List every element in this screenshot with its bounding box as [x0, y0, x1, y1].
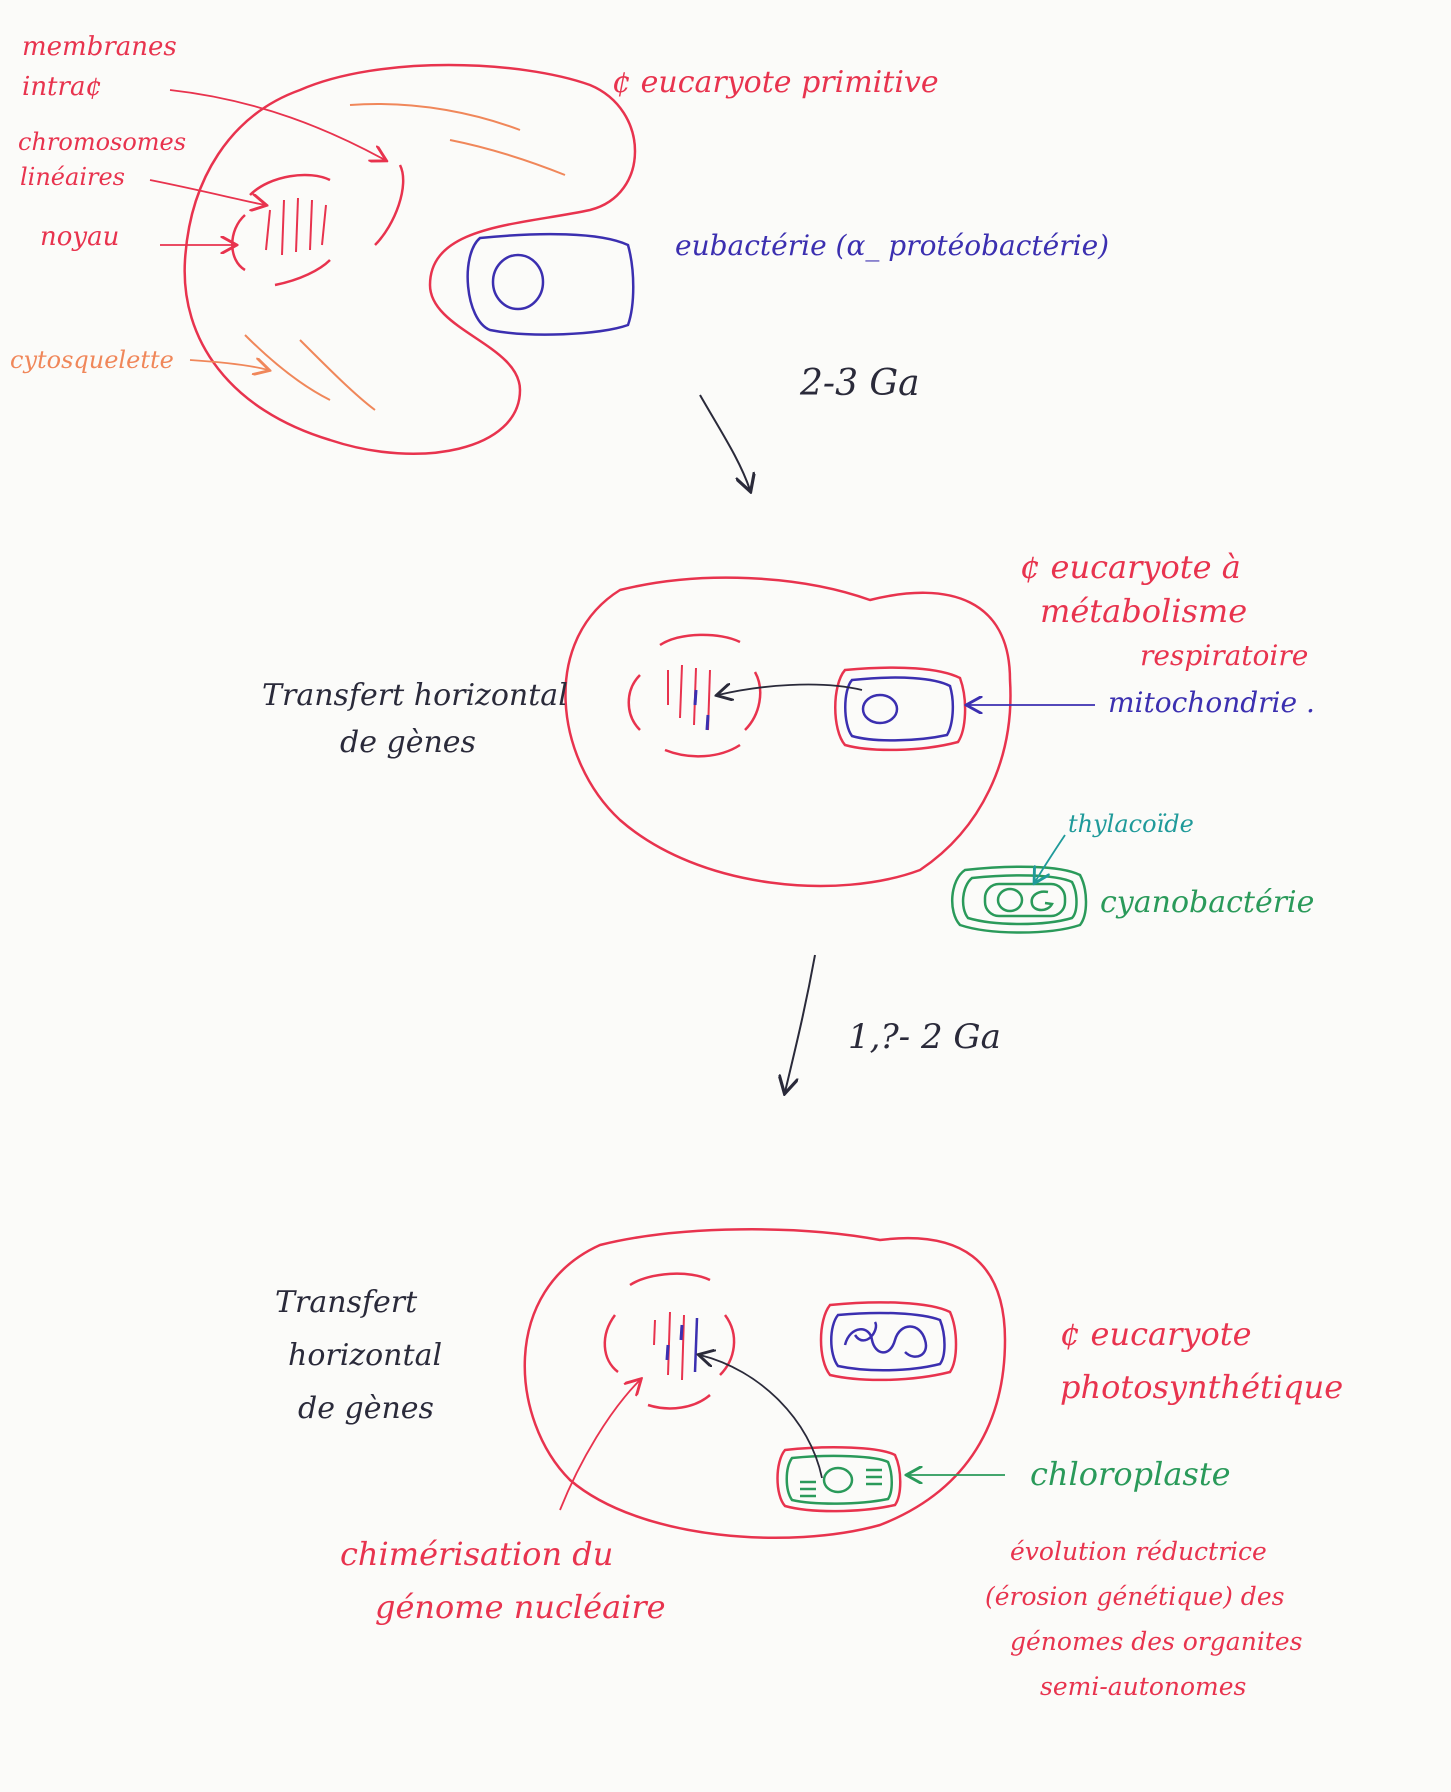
label-evolution-3: génomes des organites [1010, 1627, 1302, 1656]
label-cytosquelette: cytosquelette [10, 346, 174, 374]
label-transfert-stage3-1: Transfert [275, 1285, 418, 1320]
label-photosynthetic-title-2: photosynthétique [1060, 1368, 1343, 1406]
stage3-chromosomes [653, 1311, 699, 1381]
label-primitive-eukaryote: ¢ eucaryote primitive [612, 65, 939, 100]
gene-transfer-arrow-stage3 [700, 1355, 823, 1479]
intracellular-membranes [244, 103, 566, 411]
stage2-respiratory-eukaryote [564, 576, 1095, 888]
arrow-thylacoide [1035, 834, 1066, 882]
label-thylacoide: thylacoïde [1068, 810, 1194, 838]
label-mitochondrie: mitochondrie . [1108, 686, 1315, 719]
transition-arrow-1 [699, 394, 750, 490]
cyanobacterium [950, 865, 1088, 934]
label-photosynthetic-title-1: ¢ eucaryote [1060, 1315, 1252, 1353]
label-cyanobacterie: cyanobactérie [1100, 885, 1314, 920]
label-chimerisation-1: chimérisation du [340, 1535, 613, 1573]
label-noyau: noyau [40, 222, 119, 252]
label-transfert-stage2-2: de gènes [340, 725, 476, 760]
label-transfert-stage3-2: horizontal [288, 1338, 442, 1373]
linear-chromosomes [265, 197, 327, 256]
stage3-nucleus [603, 1272, 736, 1410]
arrow-membranes [169, 89, 385, 160]
mitochondrion-stage3 [819, 1301, 958, 1382]
primitive-nucleus-membrane [231, 164, 405, 287]
label-time-1: 2-3 Ga [799, 363, 920, 404]
label-evolution-1: évolution réductrice [1010, 1537, 1267, 1566]
label-chimerisation-2: génome nucléaire [375, 1588, 666, 1626]
label-evolution-2: (érosion génétique) des [985, 1582, 1284, 1611]
label-chloroplaste: chloroplaste [1030, 1455, 1231, 1493]
chloroplast-thylakoid-stacks [800, 1468, 882, 1498]
transition-arrow-2 [785, 954, 816, 1092]
label-respiratory-title-3: respiratoire [1140, 639, 1308, 672]
label-respiratory-title-2: métabolisme [1040, 592, 1247, 630]
photosynthetic-cell-membrane [523, 1228, 1007, 1539]
label-transfert-stage2-1: Transfert horizontal [262, 678, 568, 713]
label-evolution-4: semi-autonomes [1040, 1672, 1246, 1701]
stage2-chromosomes [667, 664, 711, 731]
gene-transfer-arrow-stage2 [718, 685, 863, 695]
primitive-cell-membrane [183, 63, 637, 455]
eubacterium [466, 232, 635, 336]
label-eubacterie: eubactérie (α_ protéobactérie) [675, 229, 1109, 262]
stage1-primitive-eukaryote [183, 63, 637, 455]
label-transfert-stage3-3: de gènes [298, 1391, 434, 1426]
label-intracell: intra¢ [22, 72, 102, 102]
arrow-chimerisation [559, 1380, 640, 1511]
label-time-2: 1,?- 2 Ga [848, 1017, 1001, 1057]
arrow-chromosomes [149, 179, 265, 205]
chloroplast [776, 1446, 902, 1513]
stage3-photosynthetic-eukaryote [523, 1228, 1007, 1539]
respiratory-cell-membrane [564, 576, 1012, 888]
label-chromosomes: chromosomes [18, 128, 186, 156]
label-respiratory-title-1: ¢ eucaryote à [1020, 548, 1241, 586]
label-membranes: membranes [22, 32, 177, 62]
mitochondrion [834, 666, 967, 752]
label-lineaires: linéaires [20, 163, 125, 191]
stage2-nucleus [627, 633, 762, 758]
labels: membranes intra¢ chromosomes linéaires n… [10, 32, 1343, 1701]
arrow-cytosquelette [189, 360, 268, 370]
